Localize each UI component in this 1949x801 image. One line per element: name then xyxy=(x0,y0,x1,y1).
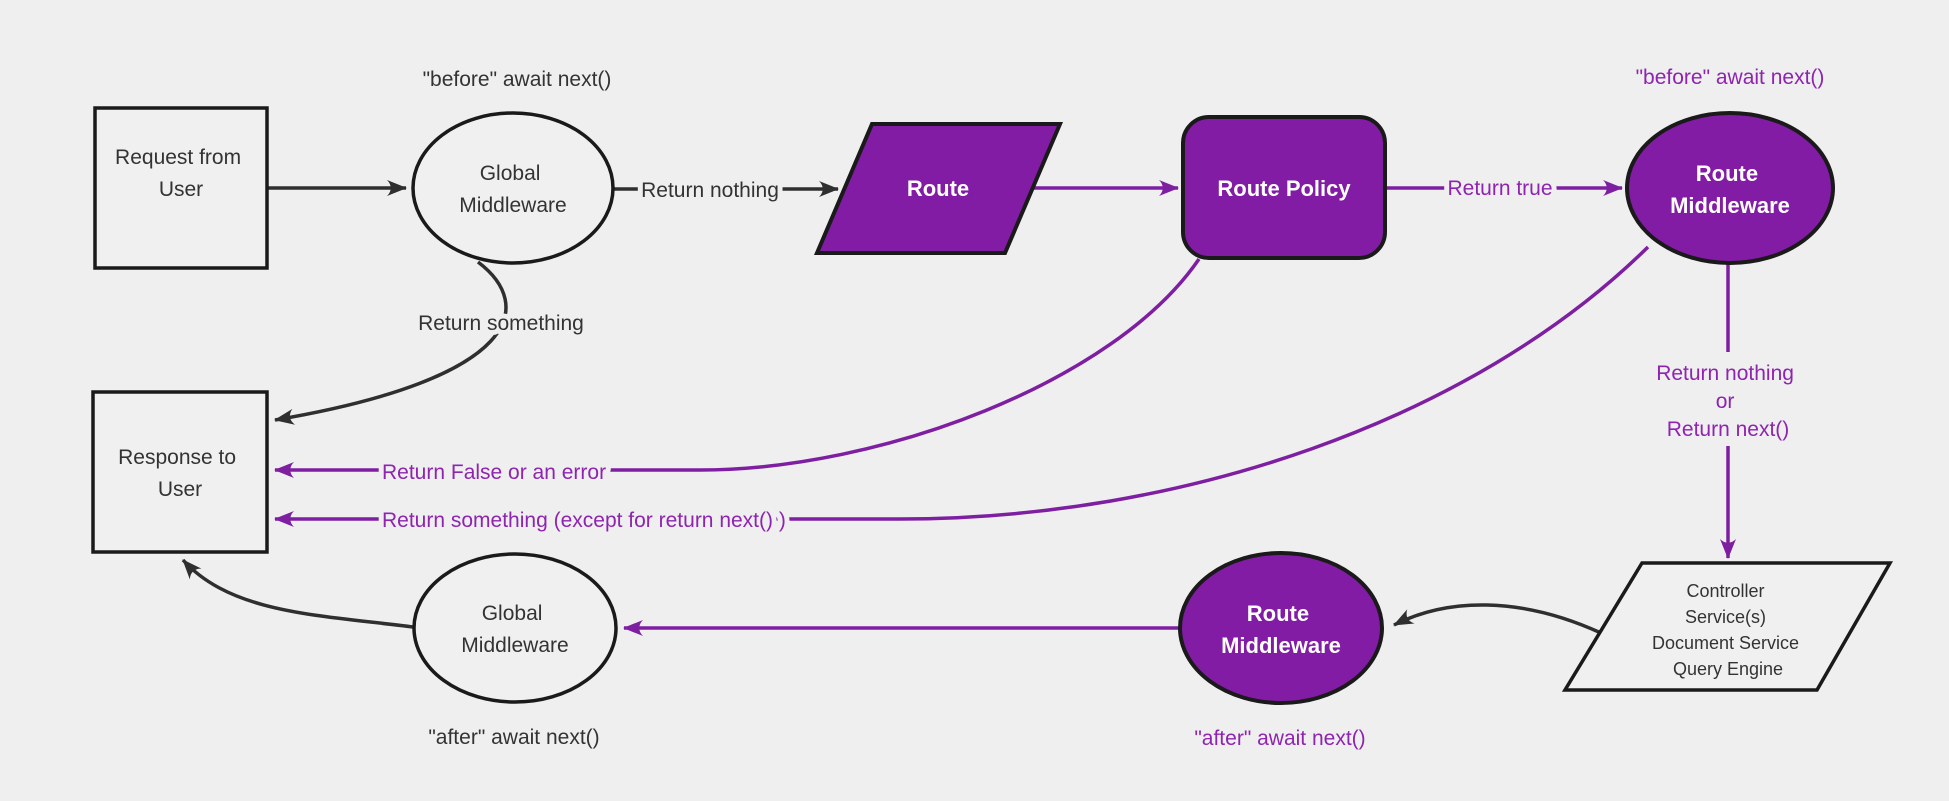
return-true-label: Return true xyxy=(1447,177,1552,200)
before-route-middleware-label: "before" await next() xyxy=(1636,66,1825,89)
return-false-or-error-label: Return False or an error xyxy=(382,461,606,484)
route-node-label: Route xyxy=(907,176,969,201)
before-global-middleware-label: "before" await next() xyxy=(423,68,612,91)
return-nothing-or-next-label: Return nothing or Return next() xyxy=(1656,362,1800,441)
global-middleware-bottom-label: Global Middleware xyxy=(461,602,568,657)
return-something-label: Return something xyxy=(418,312,584,335)
global-middleware-top-node xyxy=(411,111,615,265)
route-middleware-top-node xyxy=(1625,111,1835,265)
route-node xyxy=(813,122,1064,255)
response-to-user-node xyxy=(91,390,269,554)
services-node-label: Controller Service(s) Document Service Q… xyxy=(1652,581,1804,679)
response-node-label: Response to User xyxy=(118,446,242,501)
route-middleware-bottom-label: Route Middleware xyxy=(1221,601,1341,658)
route-middleware-bottom-node xyxy=(1178,551,1384,705)
edge-services-to-route-middleware-bottom xyxy=(1393,603,1602,635)
route-policy-label: Route Policy xyxy=(1217,176,1351,201)
request-node-label: Request from User xyxy=(115,146,247,201)
after-global-middleware-label: "after" await next() xyxy=(428,726,599,749)
global-middleware-top-label: Global Middleware xyxy=(459,162,566,217)
edge-route-middleware-return-something-except xyxy=(274,245,1650,527)
edge-route-policy-return-false xyxy=(274,258,1201,478)
global-middleware-bottom-node xyxy=(412,552,618,704)
route-policy-node xyxy=(1181,115,1387,260)
services-node xyxy=(1561,561,1894,692)
edge-global-middleware-return-something xyxy=(274,260,508,425)
return-something-except-label: Return something (except for return next… xyxy=(382,509,786,532)
route-middleware-top-label: Route Middleware xyxy=(1670,161,1790,218)
edge-global-middleware-bottom-to-response xyxy=(181,558,414,629)
after-route-middleware-label: "after" await next() xyxy=(1194,727,1365,750)
request-from-user-node xyxy=(93,106,269,270)
return-nothing-label: Return nothing xyxy=(641,179,779,202)
